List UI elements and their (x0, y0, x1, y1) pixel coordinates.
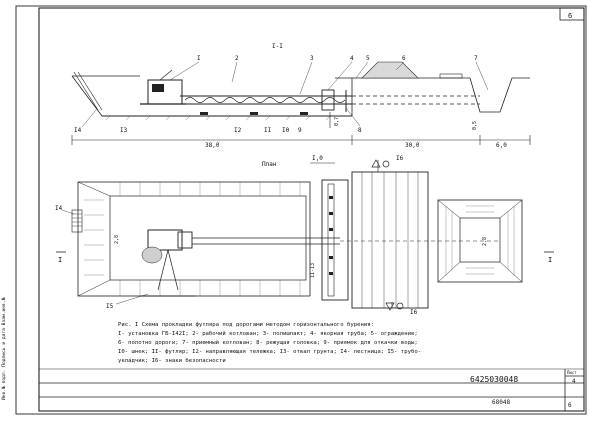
plan-dim-right-pit: 2,8 (482, 237, 488, 246)
doc-code: 6425030048 (470, 375, 518, 384)
callout-16-bottom: I6 (410, 309, 418, 316)
pipelayer-boom-a (157, 249, 169, 291)
callout-13: I3 (120, 127, 128, 134)
dim-6: 6,0 (496, 142, 507, 149)
plan-shoring-posts (329, 196, 333, 275)
outer-frame (15, 5, 587, 415)
callout-14: I4 (74, 127, 82, 134)
pit-bottom-hatch (105, 115, 331, 121)
callout-4: 4 (350, 55, 354, 62)
callout-16-top: I6 (396, 155, 404, 162)
section-title: I-I (272, 43, 283, 50)
guide-trolleys (200, 112, 308, 115)
callout-7: 7 (474, 55, 478, 62)
callout-15-leader (115, 293, 149, 305)
dim-ticks (71, 135, 531, 145)
receiving-pit-outer (437, 199, 523, 283)
plan-ladder-rungs (72, 213, 82, 227)
cut-mark-right: I (548, 256, 552, 264)
caption-line-3: 6- полотно дороги; 7- приемный котлован;… (118, 340, 418, 346)
inner-frame (38, 7, 585, 412)
receiving-pit-bottom (459, 217, 501, 263)
plan-soil-pile (141, 246, 163, 264)
pipelayer-boom-b (167, 249, 179, 291)
pit-wall-right (335, 77, 353, 116)
callout-12: I2 (234, 127, 242, 134)
caption-line-2: I- установка ГБ-I42I; 2- рабочий котлова… (118, 331, 418, 337)
callout-2: 2 (235, 55, 239, 62)
receiving-pit (469, 77, 530, 113)
callout-15-plan: I5 (106, 303, 114, 310)
ladder-rail (77, 71, 103, 111)
safety-sign-bottom-circle (396, 302, 404, 310)
callout-leaders (81, 61, 489, 128)
ladder (73, 71, 99, 111)
plan-road (351, 171, 429, 309)
dim-v-05: 0,5 (472, 121, 478, 130)
plan-view: План I,0 I6 I6 (55, 155, 554, 316)
page-corner-box (559, 7, 585, 21)
dim-38: 38,0 (205, 142, 220, 149)
callout-11: II (264, 127, 272, 134)
callout-8: 8 (358, 127, 362, 134)
callout-14-leader (61, 209, 75, 215)
plan-shoring (321, 179, 349, 301)
plan-title: План (262, 161, 277, 168)
dim-v-07: 0,7 (334, 117, 340, 126)
plan-dim-top: I,0 (312, 155, 323, 162)
caption-line-5: укладчик; I6- знаки безопасности (118, 358, 226, 364)
machine-boom (159, 69, 173, 81)
plan-machine-cab (177, 231, 193, 249)
pit-corner-lines (77, 181, 111, 297)
callout-6: 6 (402, 55, 406, 62)
callout-5: 5 (366, 55, 370, 62)
callout-10: I0 (282, 127, 290, 134)
callout-3: 3 (310, 55, 314, 62)
working-pit-outer (77, 181, 311, 297)
callout-1: I (197, 55, 201, 62)
caption-line-4: I0- шнек; II- футляр; I2- направляющая т… (118, 349, 422, 355)
safety-sign-top (371, 159, 381, 168)
page-bottom-number: 6 (568, 402, 572, 409)
side-stamp: Инв.№ подл. Подпись и дата Взам.инв.№ (2, 297, 7, 400)
auger-spiral (184, 97, 346, 103)
plan-ladder (71, 209, 83, 233)
callout-14-plan: I4 (55, 205, 63, 212)
sheet-label: Лист (567, 370, 577, 375)
page-corner-number: 6 (568, 12, 572, 20)
machine-cab (152, 84, 164, 92)
anchor-pipe (321, 89, 335, 111)
caption-line-1: Рис. I Схема прокладки футляра под дорог… (118, 322, 374, 328)
safety-sign-top-circle (382, 160, 390, 168)
plan-dim-left-pit: 2,8 (114, 235, 120, 244)
sheet-number: 4 (572, 378, 576, 385)
soil-heap (361, 61, 419, 79)
receiving-pit-corners (437, 199, 523, 283)
section-callouts: I 2 3 4 5 6 7 8 9 I0 II I2 I3 I4 (74, 55, 478, 134)
section-view: I-I (71, 43, 531, 149)
plan-anchor-pipe (327, 183, 335, 297)
pit-slope-left (71, 75, 103, 117)
cut-mark-left: I (58, 256, 62, 264)
plan-dim-mid: II-I3 (310, 263, 316, 278)
receiving-pit-hatch (445, 205, 515, 276)
title-block (39, 369, 584, 411)
road-fence (439, 73, 463, 79)
working-pit-slope-hatch (84, 182, 301, 296)
plan-road-lanes (361, 172, 419, 308)
callout-9: 9 (298, 127, 302, 134)
archive-number: 68048 (492, 399, 510, 406)
safety-sign-bottom (385, 302, 395, 311)
plan-drilling-machine (147, 229, 183, 251)
dim-30: 30,0 (405, 142, 420, 149)
